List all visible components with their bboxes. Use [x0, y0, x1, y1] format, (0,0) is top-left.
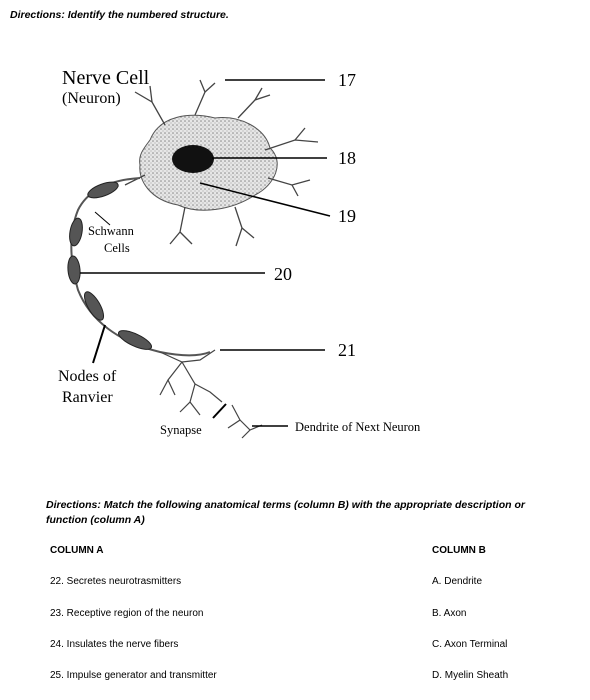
leader-19 — [199, 182, 331, 217]
label-nodes-2: Ranvier — [62, 389, 113, 406]
number-21: 21 — [338, 340, 356, 360]
label-next-neuron: Dendrite of Next Neuron — [295, 420, 421, 434]
dendrites — [124, 79, 319, 247]
column-a-item-23: 23. Receptive region of the neuron — [50, 608, 204, 619]
next-neuron-dendrite — [227, 404, 263, 439]
diagram-title-1: Nerve Cell — [62, 67, 150, 89]
column-b-item-d: D. Myelin Sheath — [432, 670, 509, 681]
column-a-item-24: 24. Insulates the nerve fibers — [50, 639, 179, 650]
axon-terminals — [159, 349, 223, 416]
label-nodes-1: Nodes of — [58, 368, 117, 385]
column-a-heading: COLUMN A — [50, 545, 104, 556]
column-b-item-c: C. Axon Terminal — [432, 639, 508, 650]
column-a-item-22: 22. Secretes neurotrasmitters — [50, 576, 182, 587]
column-b-heading: COLUMN B — [432, 545, 486, 556]
directions-identify: Directions: Identify the numbered struct… — [10, 9, 229, 21]
diagram-title-2: (Neuron) — [62, 90, 121, 107]
label-schwann-1: Schwann — [88, 224, 135, 238]
directions-match-line2: function (column A) — [46, 514, 145, 526]
column-b-item-b: B. Axon — [432, 608, 467, 619]
nucleus — [172, 145, 214, 173]
schwann-pointer — [94, 211, 111, 226]
number-18: 18 — [338, 148, 356, 168]
column-b-item-a: A. Dendrite — [432, 576, 483, 587]
number-20: 20 — [274, 264, 292, 284]
synapse-pointer — [212, 403, 227, 419]
column-a-item-25: 25. Impulse generator and transmitter — [50, 670, 217, 681]
number-17: 17 — [338, 70, 356, 90]
myelin-sheath — [67, 181, 153, 350]
number-19: 19 — [338, 206, 356, 226]
nodes-pointer — [92, 324, 106, 364]
directions-match: Directions: Match the following anatomic… — [46, 498, 525, 528]
neuron-diagram: Nerve Cell (Neuron) 17 18 19 20 21 Schwa… — [58, 67, 421, 439]
directions-match-line1: Directions: Match the following anatomic… — [46, 499, 525, 511]
label-synapse: Synapse — [160, 423, 202, 437]
label-schwann-2: Cells — [104, 241, 130, 255]
